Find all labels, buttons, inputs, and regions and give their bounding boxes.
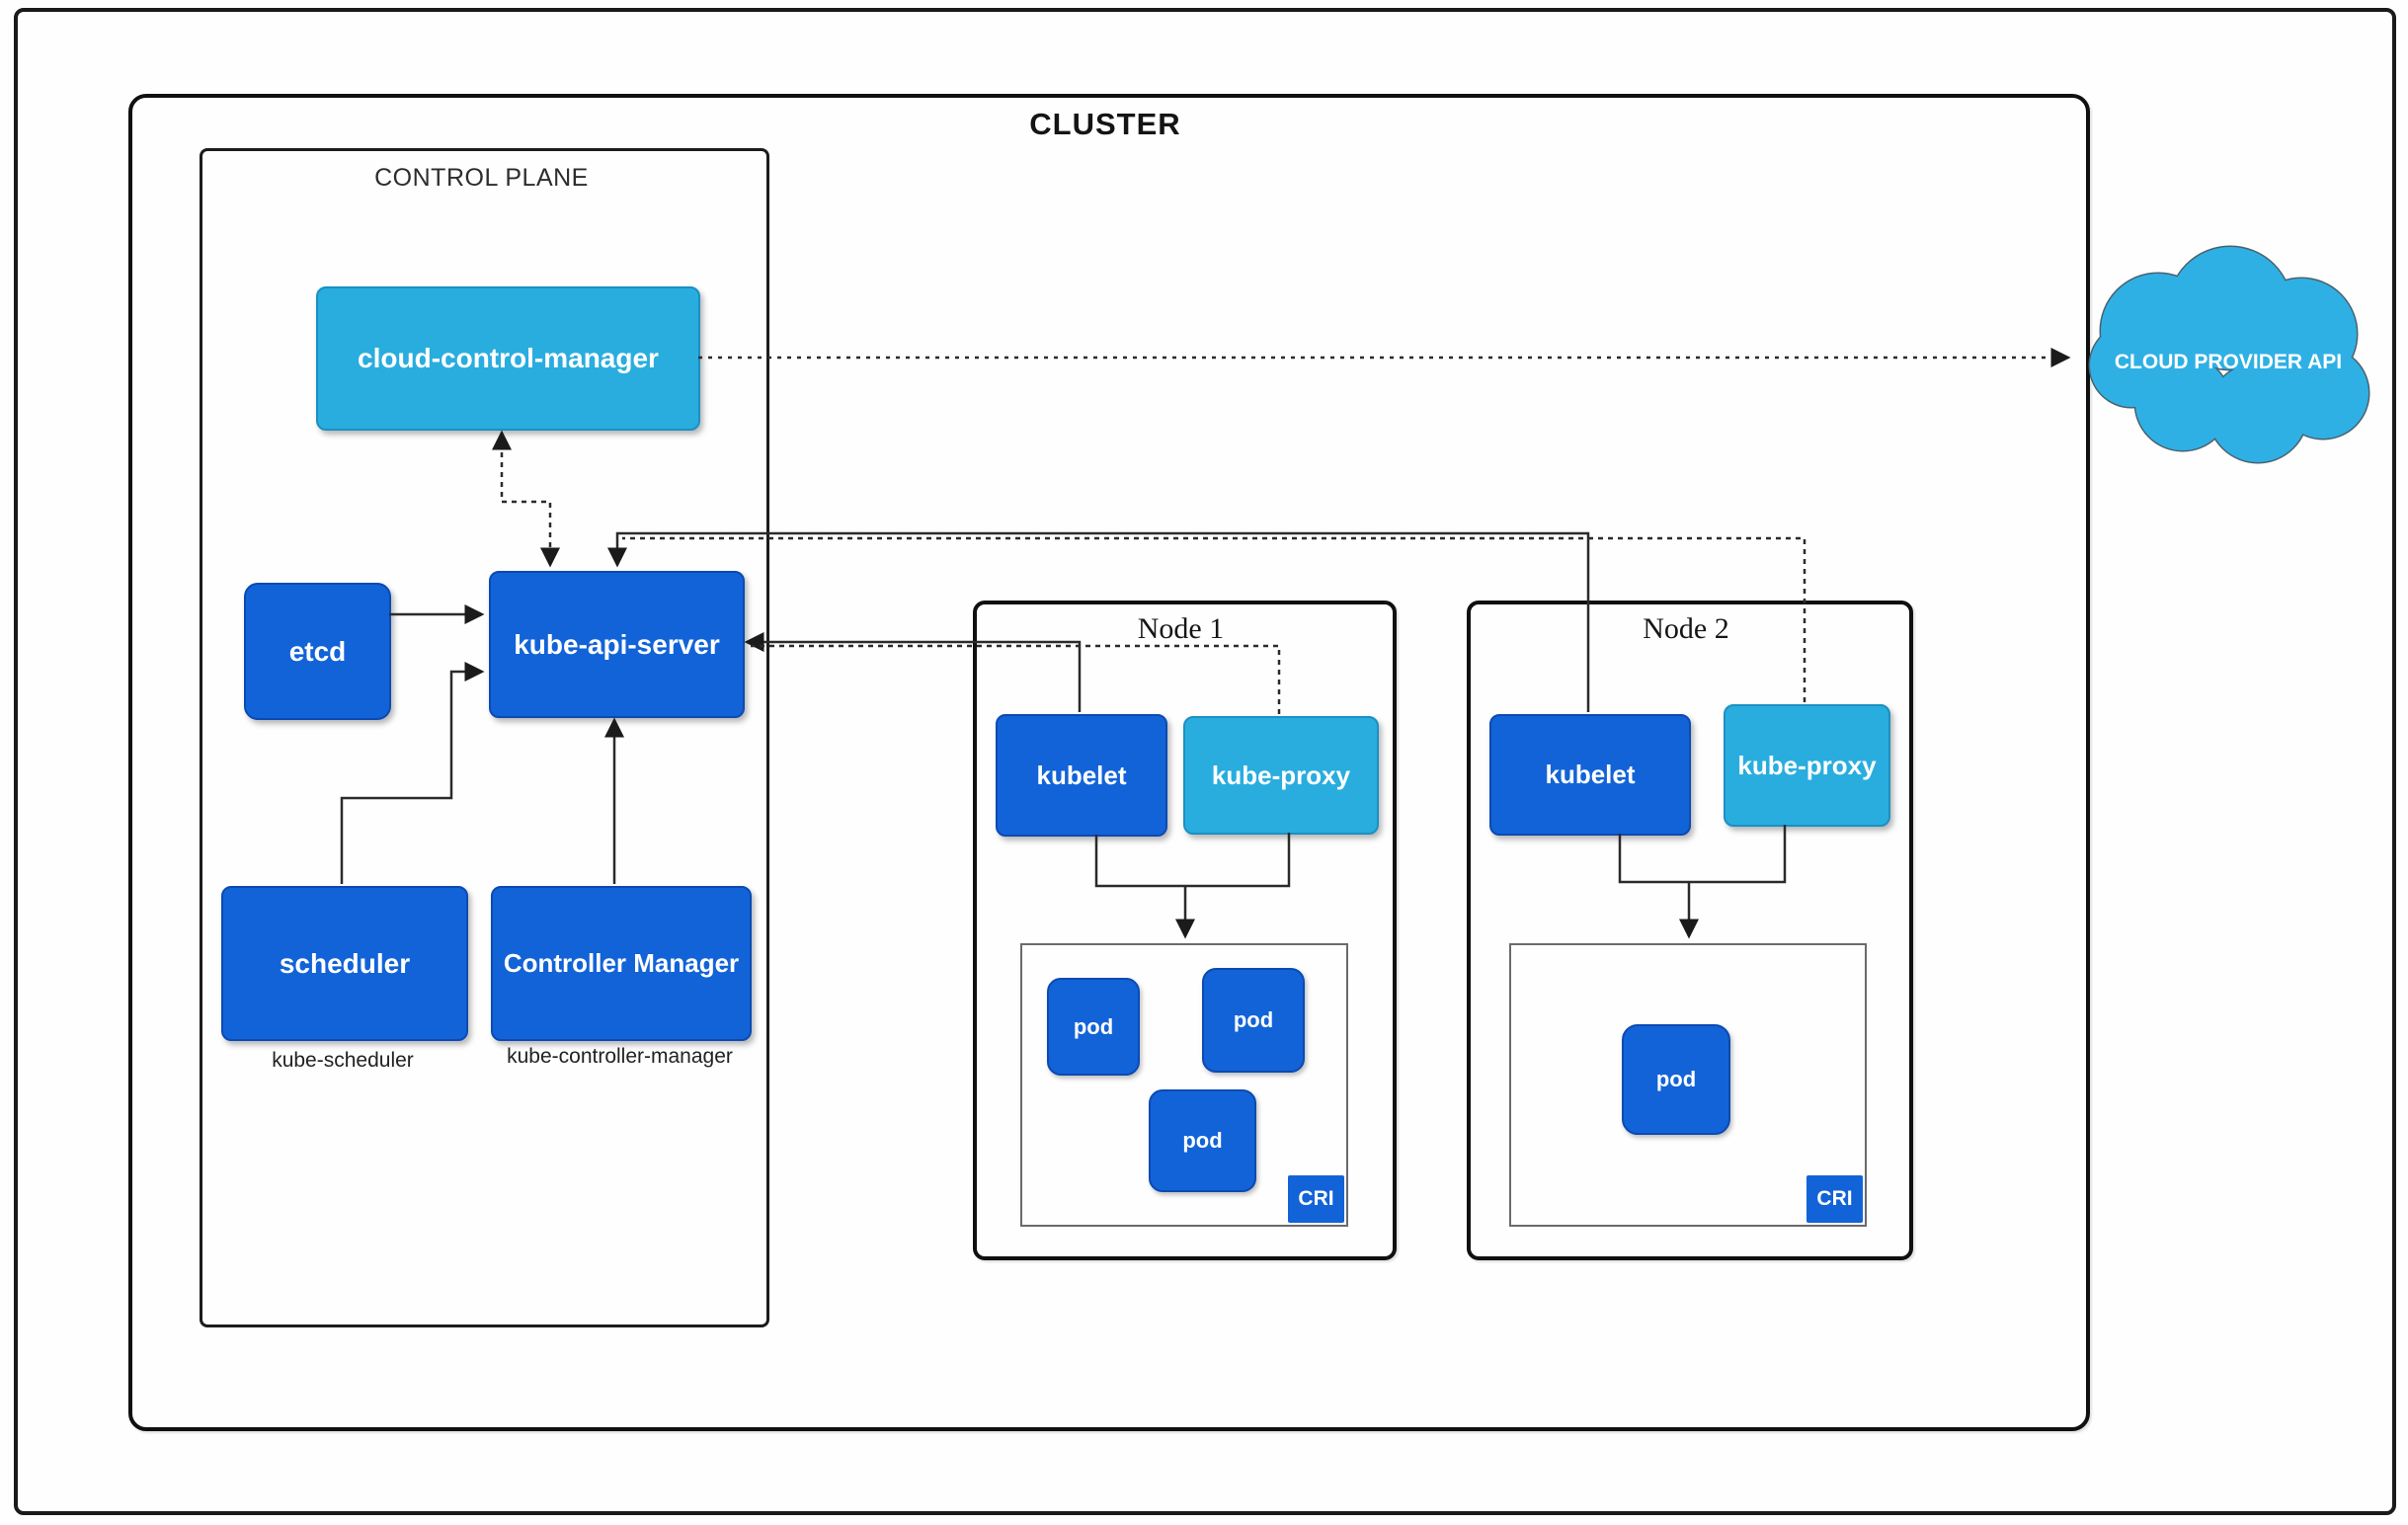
node-2-title: Node 2	[1643, 612, 1729, 645]
node-1-pod: pod	[1202, 968, 1305, 1073]
controller-manager-box: Controller Manager	[491, 886, 752, 1041]
kube-controller-manager-label: kube-controller-manager	[507, 1045, 733, 1068]
node-2-container-runtime-box	[1509, 943, 1867, 1227]
cluster-title: CLUSTER	[1029, 107, 1181, 141]
node-1-container-runtime-box	[1020, 943, 1348, 1227]
node-1-cri-badge: CRI	[1288, 1175, 1344, 1223]
kube-api-server-box: kube-api-server	[489, 571, 745, 718]
node-2-pod: pod	[1622, 1024, 1730, 1135]
node-1-kubelet-box: kubelet	[996, 714, 1167, 837]
node-1-kube-proxy-box: kube-proxy	[1183, 716, 1379, 835]
node-2-kube-proxy-box: kube-proxy	[1724, 704, 1890, 827]
scheduler-box: scheduler	[221, 886, 468, 1041]
node-2-cri-badge: CRI	[1806, 1175, 1863, 1223]
node-2-kubelet-box: kubelet	[1489, 714, 1691, 836]
control-plane-box	[200, 148, 769, 1327]
control-plane-title: CONTROL PLANE	[374, 164, 589, 192]
node-1-pod: pod	[1047, 978, 1140, 1076]
node-1-title: Node 1	[1137, 612, 1225, 645]
node-1-pod: pod	[1149, 1089, 1256, 1192]
cloud-control-manager-box: cloud-control-manager	[316, 286, 700, 431]
kube-scheduler-label: kube-scheduler	[272, 1049, 414, 1072]
etcd-box: etcd	[244, 583, 391, 720]
page-border	[14, 8, 2396, 1515]
cluster-box	[128, 94, 2090, 1431]
